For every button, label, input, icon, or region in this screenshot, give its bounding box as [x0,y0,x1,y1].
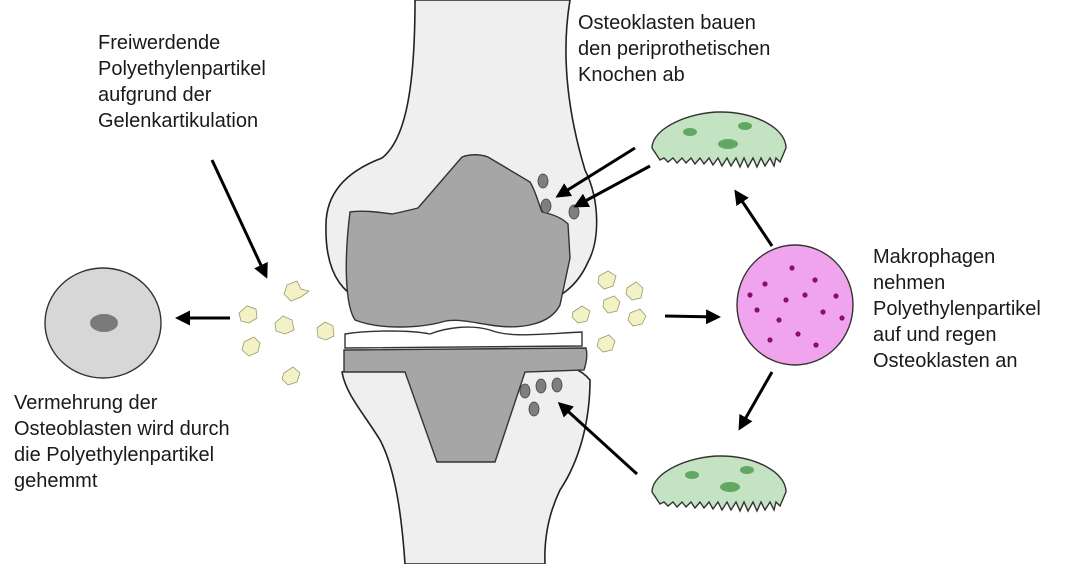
macrophage-cell [737,245,853,365]
label-osteoclasts: Osteoklasten bauen den periprothetischen… [578,10,770,88]
osteoblast-cell [45,268,161,378]
arrow-macrophage-to-osteoclast-bottom [740,372,772,428]
label-macrophages: Makrophagen nehmen Polyethylenpartikel a… [873,244,1041,374]
polyethylene-particles-left [239,281,334,385]
arrow-label-to-particles [212,160,266,276]
polyethylene-inlay [345,327,582,348]
osteoclast-cell-top [652,112,786,167]
arrow-particles-to-macrophage [665,316,718,317]
osteoclast-cell-bottom [652,456,786,511]
label-particles: Freiwerdende Polyethylenpartikel aufgrun… [98,30,266,134]
label-osteoblasts: Vermehrung der Osteoblasten wird durch d… [14,390,230,494]
polyethylene-particles-right [572,271,646,352]
arrow-macrophage-to-osteoclast-top [736,192,772,246]
